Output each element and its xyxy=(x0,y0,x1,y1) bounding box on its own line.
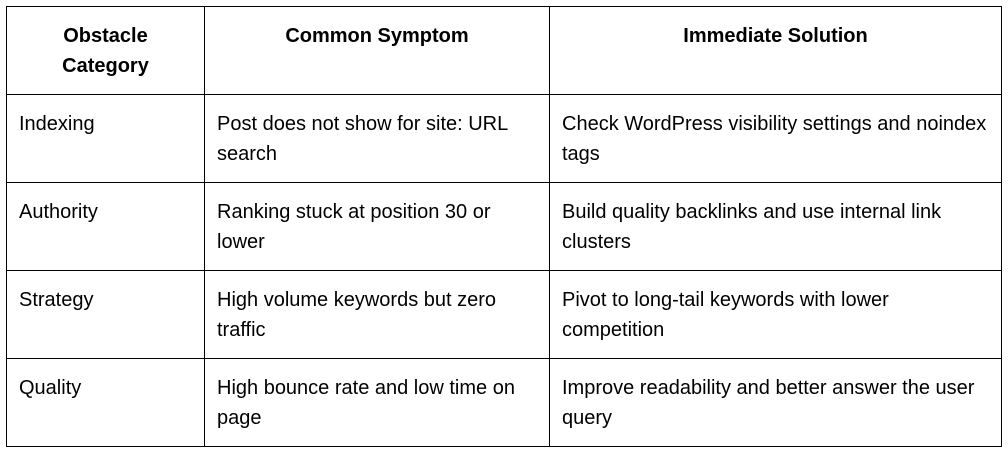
table-row: Indexing Post does not show for site: UR… xyxy=(6,94,1002,183)
header-row: Obstacle Category Common Symptom Immedia… xyxy=(6,6,1002,95)
common-symptom-cell: Post does not show for site: URL search xyxy=(204,94,550,183)
common-symptom-cell: High volume keywords but zero traffic xyxy=(204,270,550,359)
column-header-common-symptom: Common Symptom xyxy=(204,6,550,95)
obstacle-category-cell: Quality xyxy=(6,358,205,447)
table-row: Quality High bounce rate and low time on… xyxy=(6,358,1002,447)
column-header-immediate-solution: Immediate Solution xyxy=(549,6,1002,95)
table-row: Authority Ranking stuck at position 30 o… xyxy=(6,182,1002,271)
common-symptom-cell: High bounce rate and low time on page xyxy=(204,358,550,447)
obstacles-table: Obstacle Category Common Symptom Immedia… xyxy=(6,6,1002,447)
column-header-obstacle-category: Obstacle Category xyxy=(6,6,205,95)
table-body: Indexing Post does not show for site: UR… xyxy=(6,94,1002,447)
table-row: Strategy High volume keywords but zero t… xyxy=(6,270,1002,359)
immediate-solution-cell: Build quality backlinks and use internal… xyxy=(549,182,1002,271)
obstacle-category-cell: Strategy xyxy=(6,270,205,359)
common-symptom-cell: Ranking stuck at position 30 or lower xyxy=(204,182,550,271)
obstacle-category-cell: Authority xyxy=(6,182,205,271)
table-header: Obstacle Category Common Symptom Immedia… xyxy=(6,6,1002,95)
immediate-solution-cell: Pivot to long-tail keywords with lower c… xyxy=(549,270,1002,359)
obstacle-category-cell: Indexing xyxy=(6,94,205,183)
immediate-solution-cell: Check WordPress visibility settings and … xyxy=(549,94,1002,183)
header-text: Obstacle xyxy=(63,25,148,47)
immediate-solution-cell: Improve readability and better answer th… xyxy=(549,358,1002,447)
header-text: Category xyxy=(62,55,149,77)
header-text: Immediate Solution xyxy=(683,25,868,47)
header-text: Common Symptom xyxy=(285,25,469,47)
